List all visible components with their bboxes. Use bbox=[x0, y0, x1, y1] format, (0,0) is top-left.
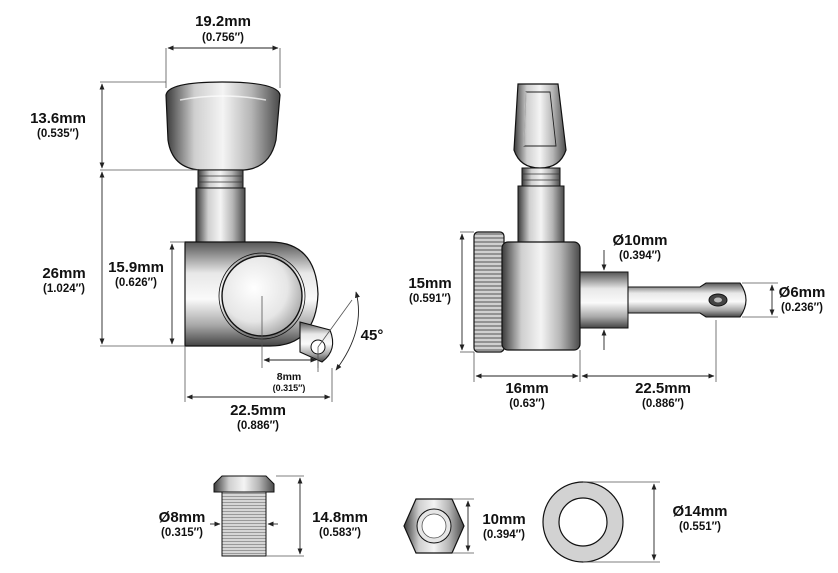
bushing-dia-mm: Ø8mm bbox=[159, 509, 206, 526]
hole-offset-mm: 8mm bbox=[277, 371, 302, 383]
body-width-in: (0.886″) bbox=[237, 420, 279, 432]
bushing-view: Ø8mm (0.315″) 14.8mm (0.583″) bbox=[159, 475, 368, 557]
tuner-stem bbox=[195, 187, 246, 243]
side-height-in: (0.591″) bbox=[409, 293, 451, 305]
bushing-len-mm: 14.8mm bbox=[312, 509, 368, 526]
knurled-cap bbox=[473, 231, 505, 353]
nut-size-mm: 10mm bbox=[482, 511, 525, 528]
tuner-collar bbox=[197, 169, 244, 189]
shaft-dia-in: (0.394″) bbox=[619, 250, 661, 262]
nut-size-in: (0.394″) bbox=[483, 529, 525, 541]
angle-label: 45° bbox=[361, 327, 384, 344]
washer-view: Ø14mm (0.551″) bbox=[542, 481, 728, 563]
shaft-dia-mm: Ø10mm bbox=[612, 232, 667, 249]
bushing-flange bbox=[213, 475, 275, 493]
post-dia-mm: Ø6mm bbox=[779, 284, 826, 301]
string-post bbox=[627, 282, 747, 318]
bushing-len-in: (0.583″) bbox=[319, 527, 361, 539]
bushing-dia-in: (0.315″) bbox=[161, 527, 203, 539]
side-body bbox=[501, 241, 581, 351]
button-width-mm: 19.2mm bbox=[195, 13, 251, 30]
tuner-button bbox=[165, 81, 281, 171]
body-height-mm: 15.9mm bbox=[108, 259, 164, 276]
body-total-in: (1.024″) bbox=[43, 283, 85, 295]
body-height-in: (0.626″) bbox=[115, 277, 157, 289]
post-len-in: (0.886″) bbox=[642, 398, 684, 410]
side-body-len-mm: 16mm bbox=[505, 380, 548, 397]
side-body-len-in: (0.63″) bbox=[509, 398, 545, 410]
side-button bbox=[513, 83, 567, 169]
body-width-mm: 22.5mm bbox=[230, 402, 286, 419]
button-height-in: (0.535″) bbox=[37, 128, 79, 140]
body-total-mm: 26mm bbox=[42, 265, 85, 282]
side-height-mm: 15mm bbox=[408, 275, 451, 292]
front-view: 19.2mm (0.756″) 13.6mm (0.535″) 26mm (1.… bbox=[30, 13, 383, 432]
post-len-mm: 22.5mm bbox=[635, 380, 691, 397]
post-dia-in: (0.236″) bbox=[781, 302, 823, 314]
button-width-in: (0.756″) bbox=[202, 32, 244, 44]
hex-nut-view: 10mm (0.394″) bbox=[403, 498, 526, 554]
washer-dia-mm: Ø14mm bbox=[672, 503, 727, 520]
washer-dia-in: (0.551″) bbox=[679, 521, 721, 533]
shaft bbox=[579, 271, 629, 329]
hole-offset-in: (0.315″) bbox=[273, 383, 306, 393]
button-height-mm: 13.6mm bbox=[30, 110, 86, 127]
bushing-body bbox=[221, 491, 267, 557]
side-view: 15mm (0.591″) Ø10mm (0.394″) Ø6mm (0.236… bbox=[408, 83, 826, 410]
